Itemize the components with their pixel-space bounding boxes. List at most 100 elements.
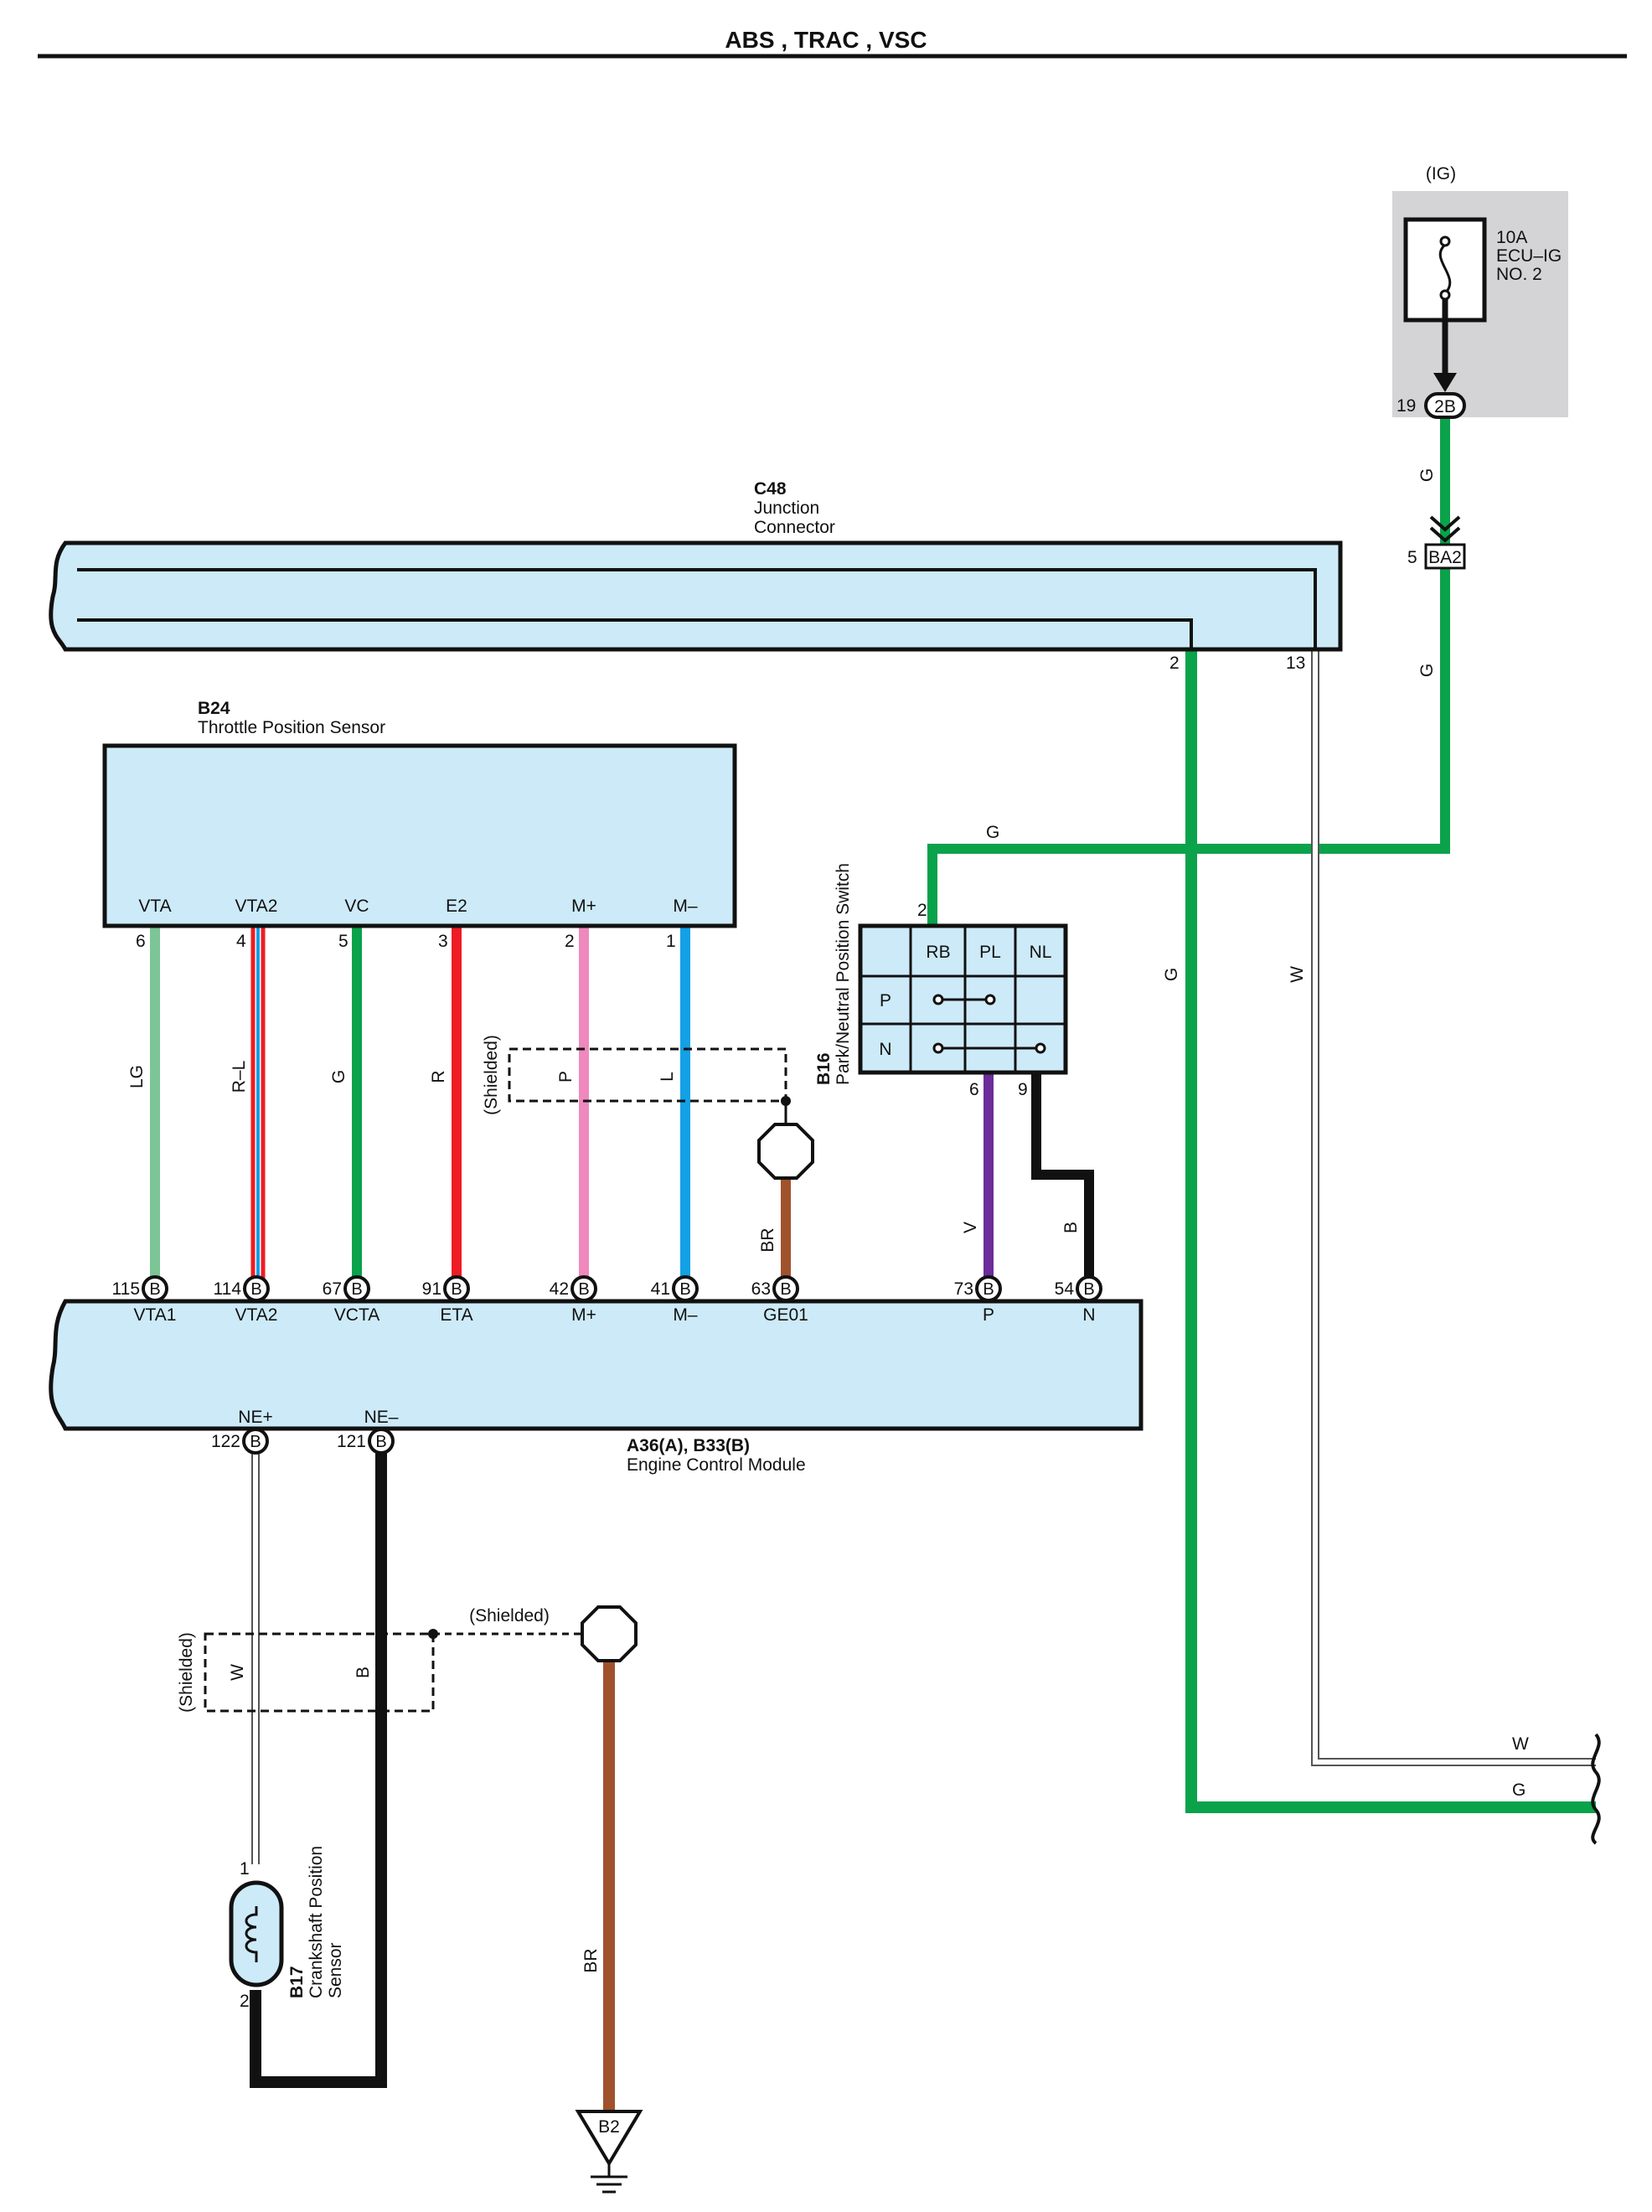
wire-label-g-2: G <box>1417 664 1437 677</box>
b17-shield-label-left: (Shielded) <box>177 1632 196 1713</box>
fuse-group-label: (IG) <box>1426 164 1456 183</box>
ecm-terminal-122 <box>242 1428 269 1455</box>
ba2-label: BA2 <box>1428 548 1462 567</box>
b16-row-n: N <box>879 1040 891 1059</box>
fuse-icon <box>1438 243 1452 295</box>
c48-name-2: Connector <box>754 518 835 537</box>
ecm-pin-41: 41 <box>651 1279 670 1299</box>
b24-name: Throttle Position Sensor <box>198 718 385 737</box>
ecm-conn-73: B <box>983 1280 994 1299</box>
ecm-name-114: VTA2 <box>235 1305 278 1325</box>
wire-label-g-vc: G <box>329 1070 348 1083</box>
ecm-terminal-115 <box>142 1275 168 1302</box>
ecm-pin-115: 115 <box>112 1279 140 1299</box>
b16-col-rb: RB <box>926 943 950 962</box>
ecm-pin-42: 42 <box>550 1279 569 1299</box>
b24-sensor: B24 Throttle Position Sensor VTA VTA2 VC… <box>102 699 814 1253</box>
ecm-conn-122: B <box>250 1433 261 1451</box>
ecm-pin-67: 67 <box>323 1279 342 1299</box>
wire-label-w-ne: W <box>228 1664 247 1681</box>
wire-label-lg: LG <box>127 1065 147 1088</box>
ba2-chevron-icon <box>1429 515 1461 532</box>
ecm-terminal-114 <box>243 1275 270 1302</box>
b16-dot-p2 <box>984 994 996 1005</box>
ecm-pin-91: 91 <box>422 1279 441 1299</box>
b16-code: B16 <box>814 1052 834 1085</box>
b16-dot-p1 <box>932 994 944 1005</box>
ecm-terminal-54 <box>1076 1275 1102 1302</box>
ecm-name: Engine Control Module <box>627 1455 806 1475</box>
wire-w-c48 <box>1313 649 1596 1765</box>
fuse-name-2: NO. 2 <box>1496 265 1542 284</box>
wire-w-c48-outline <box>1311 649 1596 1766</box>
b24-code: B24 <box>198 699 230 718</box>
b16-col-nl: NL <box>1030 943 1052 962</box>
ecm-name-115: VTA1 <box>134 1305 177 1325</box>
b24-term-vc: VC <box>344 897 369 916</box>
ecm-name-41: M– <box>673 1305 697 1325</box>
ecm-code: A36(A), B33(B) <box>627 1436 750 1455</box>
ecm-top-terminals: B115VTA1B114VTA2B67VCTAB91ETAB42M+B41M–B… <box>112 1275 1102 1325</box>
b17-sensor: (Shielded) W B (Shielded) 1 2 B17 Cranks… <box>177 1605 638 2011</box>
ecm-body <box>49 1299 1143 1431</box>
c48-name-1: Junction <box>754 499 819 518</box>
wire-label-g-3: G <box>1162 968 1181 981</box>
c48-connector: C48 Junction Connector 2 13 <box>49 479 1343 673</box>
ba2-chevron-icon-2 <box>1429 526 1461 543</box>
ecm-name-91: ETA <box>440 1305 472 1325</box>
b17-pin-2: 2 <box>240 1992 250 2011</box>
b16-pin-in: 2 <box>917 901 927 920</box>
wire-label-l: L <box>658 1072 677 1082</box>
b17-shield <box>204 1632 435 1713</box>
ecm-conn-121: B <box>375 1433 386 1451</box>
ecm-name-42: M+ <box>571 1305 596 1325</box>
b16-pin-n: 9 <box>1018 1080 1028 1099</box>
c48-code: C48 <box>754 479 787 499</box>
b16-switch: B16 Park/Neutral Position Switch 2 RB PL… <box>814 863 1081 1233</box>
wire-label-br-ground: BR <box>581 1948 601 1972</box>
b24-term-e2: E2 <box>446 897 467 916</box>
b24-pin-5: 5 <box>338 932 348 951</box>
b24-pin-3: 3 <box>438 932 448 951</box>
ecm-pin-63: 63 <box>751 1279 771 1299</box>
fuse-rating: 10A <box>1496 228 1527 247</box>
ecm-pin-122: 122 <box>211 1432 240 1451</box>
b24-wire-colors: LG R–L G R P L <box>127 1061 677 1093</box>
wires <box>150 417 1596 2111</box>
b16-dot-n1 <box>932 1042 944 1054</box>
ecm-terminal-91 <box>443 1275 470 1302</box>
ecm-terminal-63 <box>772 1275 799 1302</box>
ba2-box <box>1424 543 1466 570</box>
fuse-terminal-top <box>1439 235 1451 247</box>
ecm-conn-114: B <box>250 1280 261 1299</box>
page-title: ABS , TRAC , VSC <box>725 27 927 53</box>
ecm-pin-73: 73 <box>954 1279 973 1299</box>
b17-pin-1: 1 <box>240 1859 250 1879</box>
b24-shield <box>508 1047 787 1103</box>
c48-body <box>49 540 1343 652</box>
continuation-break-icon <box>1591 1733 1601 1845</box>
ba2-pin: 5 <box>1407 548 1417 567</box>
ecm-terminal-67 <box>343 1275 370 1302</box>
wire-label-br-ge01: BR <box>758 1227 777 1252</box>
fuse-connector-label: 2B <box>1434 397 1456 416</box>
b24-term-vta: VTA <box>138 897 171 916</box>
wire-label-v: V <box>961 1222 980 1233</box>
b24-term-vta2: VTA2 <box>235 897 278 916</box>
ecm-conn-42: B <box>578 1280 589 1299</box>
b17-code: B17 <box>287 1966 307 1998</box>
ecm-conn-115: B <box>149 1280 160 1299</box>
b17-name-1: Crankshaft Position <box>307 1846 326 1998</box>
wire-label-b-ne: B <box>354 1667 373 1678</box>
c48-trace-2 <box>77 618 1193 649</box>
wire-label-rl: R–L <box>230 1061 249 1093</box>
ecm-conn-41: B <box>679 1280 690 1299</box>
c48-pin-13: 13 <box>1286 654 1305 673</box>
ecm-connector: B115VTA1B114VTA2B67VCTAB91ETAB42M+B41M–B… <box>49 1275 1143 1475</box>
ecm-name-73: P <box>983 1305 994 1325</box>
b17-body <box>229 1880 284 1987</box>
b24-body <box>102 743 737 928</box>
fuse-arrow-icon <box>1433 373 1457 392</box>
ecm-conn-91: B <box>451 1280 462 1299</box>
